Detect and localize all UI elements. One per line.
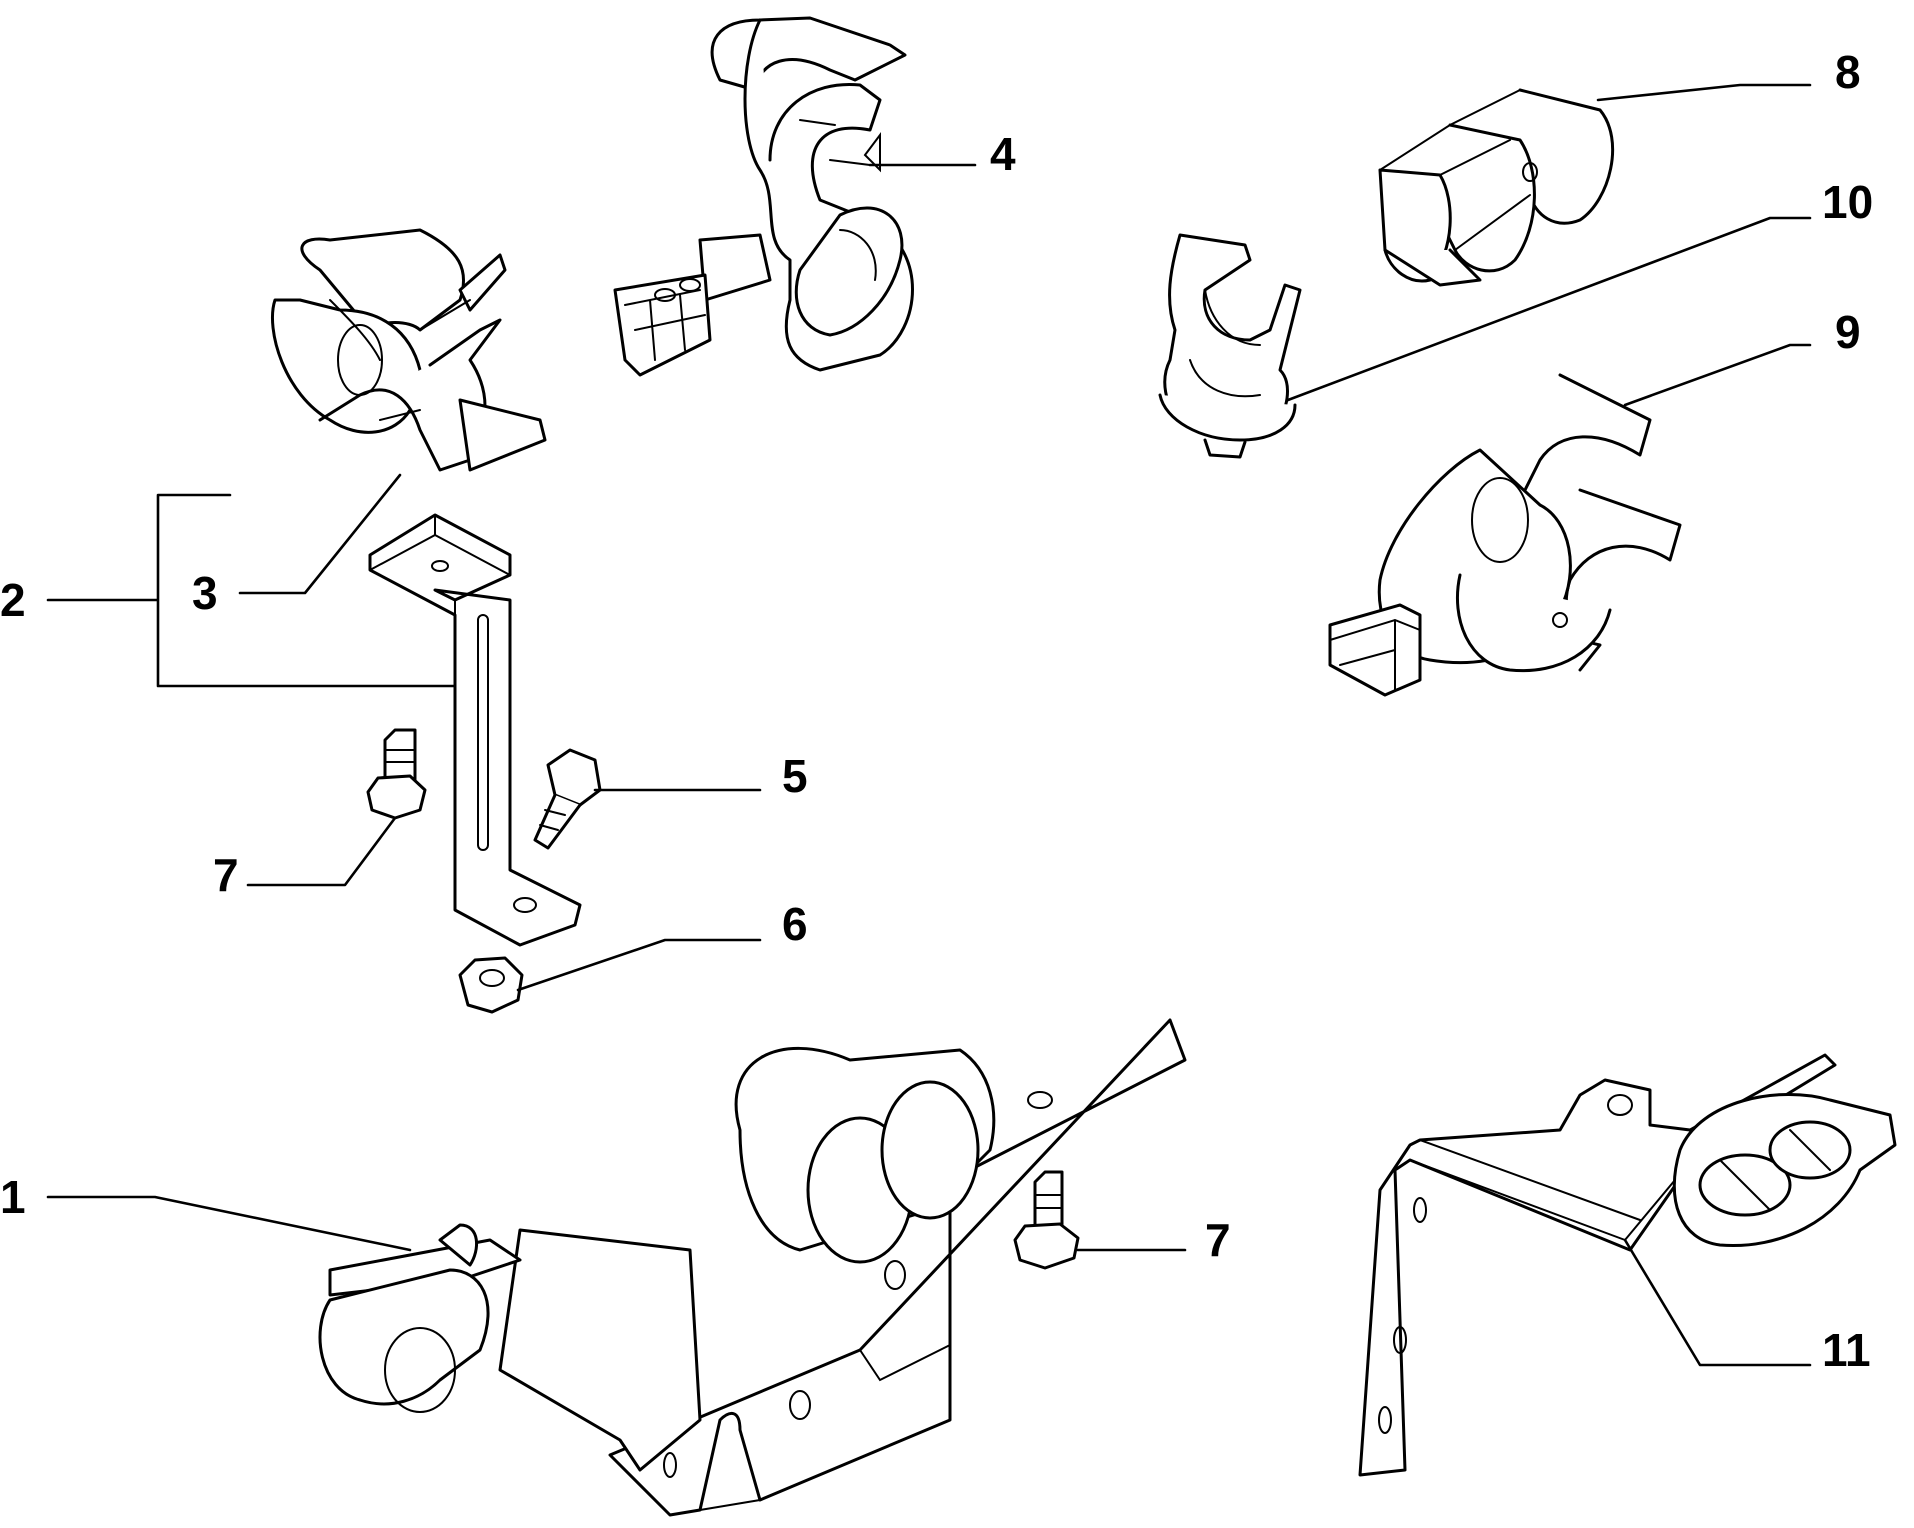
callout-10: 10 [1822, 176, 1873, 228]
part-4-double-clip[interactable] [613, 16, 914, 377]
callout-5: 5 [782, 750, 808, 802]
part-11-angled-bracket[interactable] [1358, 1053, 1897, 1477]
part-1-long-bracket[interactable] [318, 1018, 1187, 1517]
leader-lines [46, 83, 1812, 1367]
callout-2: 2 [0, 574, 26, 626]
part-2-bracket[interactable] [368, 513, 582, 947]
part-8-saddle-clip[interactable] [1378, 88, 1615, 287]
callout-7-lower: 7 [1205, 1214, 1231, 1266]
leader-6 [516, 938, 762, 992]
callout-4: 4 [990, 128, 1016, 180]
leader-7-upper [246, 816, 397, 887]
callout-7-upper: 7 [213, 849, 239, 901]
callout-8: 8 [1835, 46, 1861, 98]
part-9-double-clamp[interactable] [1328, 373, 1682, 697]
leader-3 [238, 473, 402, 595]
leader-9 [1623, 343, 1812, 407]
leader-1 [46, 1195, 412, 1252]
part-3-clamp[interactable] [270, 228, 547, 472]
leader-2-bracket [46, 493, 457, 688]
callout-1: 1 [0, 1171, 26, 1223]
part-10-small-clip[interactable] [1158, 233, 1302, 459]
leader-10 [1286, 216, 1812, 402]
callout-3: 3 [192, 567, 218, 619]
part-7-stud-lower[interactable] [1013, 1170, 1080, 1270]
callout-11: 11 [1822, 1324, 1871, 1376]
callout-9: 9 [1835, 306, 1861, 358]
leader-8 [1596, 83, 1812, 102]
part-7-stud-upper[interactable] [366, 728, 427, 820]
callout-labels: 1 2 3 4 5 6 7 7 8 9 10 11 [0, 46, 1873, 1376]
part-5-bolt[interactable] [533, 748, 602, 850]
callout-6: 6 [782, 898, 808, 950]
leader-11 [1623, 1238, 1812, 1367]
part-6-nut[interactable] [458, 956, 524, 1014]
